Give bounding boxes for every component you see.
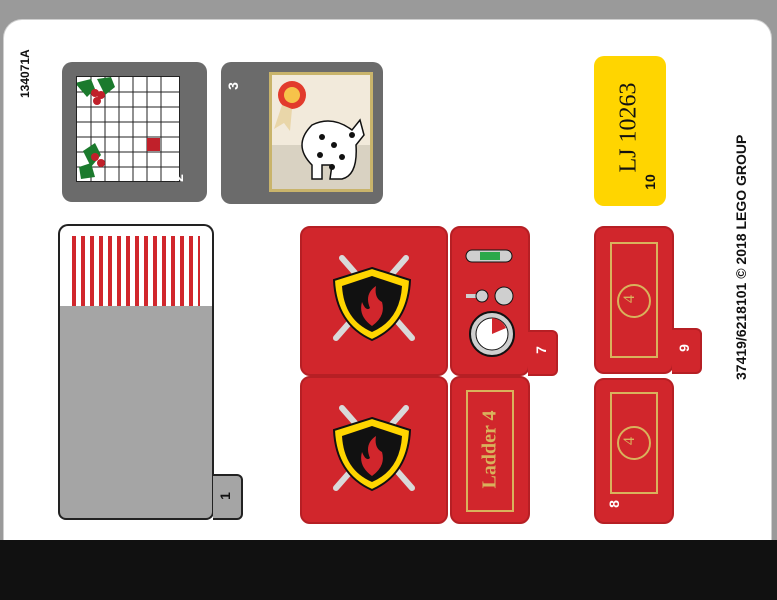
- gauges-icon: [465, 249, 515, 357]
- panel-gray-area: [58, 306, 214, 520]
- sticker-number-7: 7: [532, 346, 549, 354]
- badge-frame: 4: [610, 242, 658, 358]
- dalmatian-icon: [272, 75, 370, 189]
- sticker-7-gauges: [450, 226, 530, 376]
- sticker-number-5: 5: [265, 338, 282, 346]
- sticker-2-calendar: 2: [62, 62, 207, 202]
- calendar-graphic: [75, 76, 180, 182]
- sticker-9-number-badge: 4: [594, 226, 674, 374]
- dalmatian-picture: [269, 72, 373, 192]
- bottom-edge-band: [0, 540, 777, 600]
- sticker-4-crest: 4: [266, 376, 448, 524]
- panel-stripes: [72, 236, 200, 306]
- ladder-sign-text: Ladder 4: [478, 410, 501, 489]
- badge-oval: [617, 284, 651, 318]
- sticker-number-1: 1: [216, 492, 233, 500]
- sticker-10-license-plate: LJ 10263 10: [594, 56, 666, 206]
- sticker-6-ladder-sign: Ladder 4: [450, 376, 530, 524]
- firefighter-crest-icon: [332, 405, 415, 492]
- copyright-footer: 37419/6218101 © 2018 LEGO GROUP: [733, 134, 749, 380]
- sticker-number-8: 8: [605, 500, 622, 508]
- license-plate-text: LJ 10263: [615, 82, 642, 173]
- sticker-number-10: 10: [641, 174, 658, 190]
- sheet-id-code: 134071A: [18, 49, 32, 98]
- sticker-number-9: 9: [675, 344, 692, 352]
- ladder-sign-frame: Ladder 4: [466, 390, 514, 512]
- firefighter-crest-icon: [332, 255, 415, 342]
- sticker-number-4: 4: [265, 486, 282, 494]
- badge-oval: [617, 426, 651, 460]
- badge-frame: 4: [610, 392, 658, 494]
- calendar-grid-icon: [75, 77, 179, 181]
- badge-number: 4: [621, 437, 638, 445]
- sticker-number-2: 2: [169, 174, 186, 182]
- sticker-3-dalmatian: 3: [221, 62, 383, 204]
- sticker-number-3: 3: [224, 82, 241, 90]
- badge-number: 4: [621, 295, 638, 303]
- sticker-number-6: 6: [532, 488, 549, 496]
- sticker-9-tab: [672, 328, 702, 374]
- sticker-5-crest: 5: [266, 226, 448, 376]
- sticker-8-number-badge: 4 8: [594, 378, 674, 524]
- sticker-7-tab: [528, 330, 558, 376]
- sticker-1-panel: 1: [58, 224, 245, 520]
- panel-tab: [213, 474, 243, 520]
